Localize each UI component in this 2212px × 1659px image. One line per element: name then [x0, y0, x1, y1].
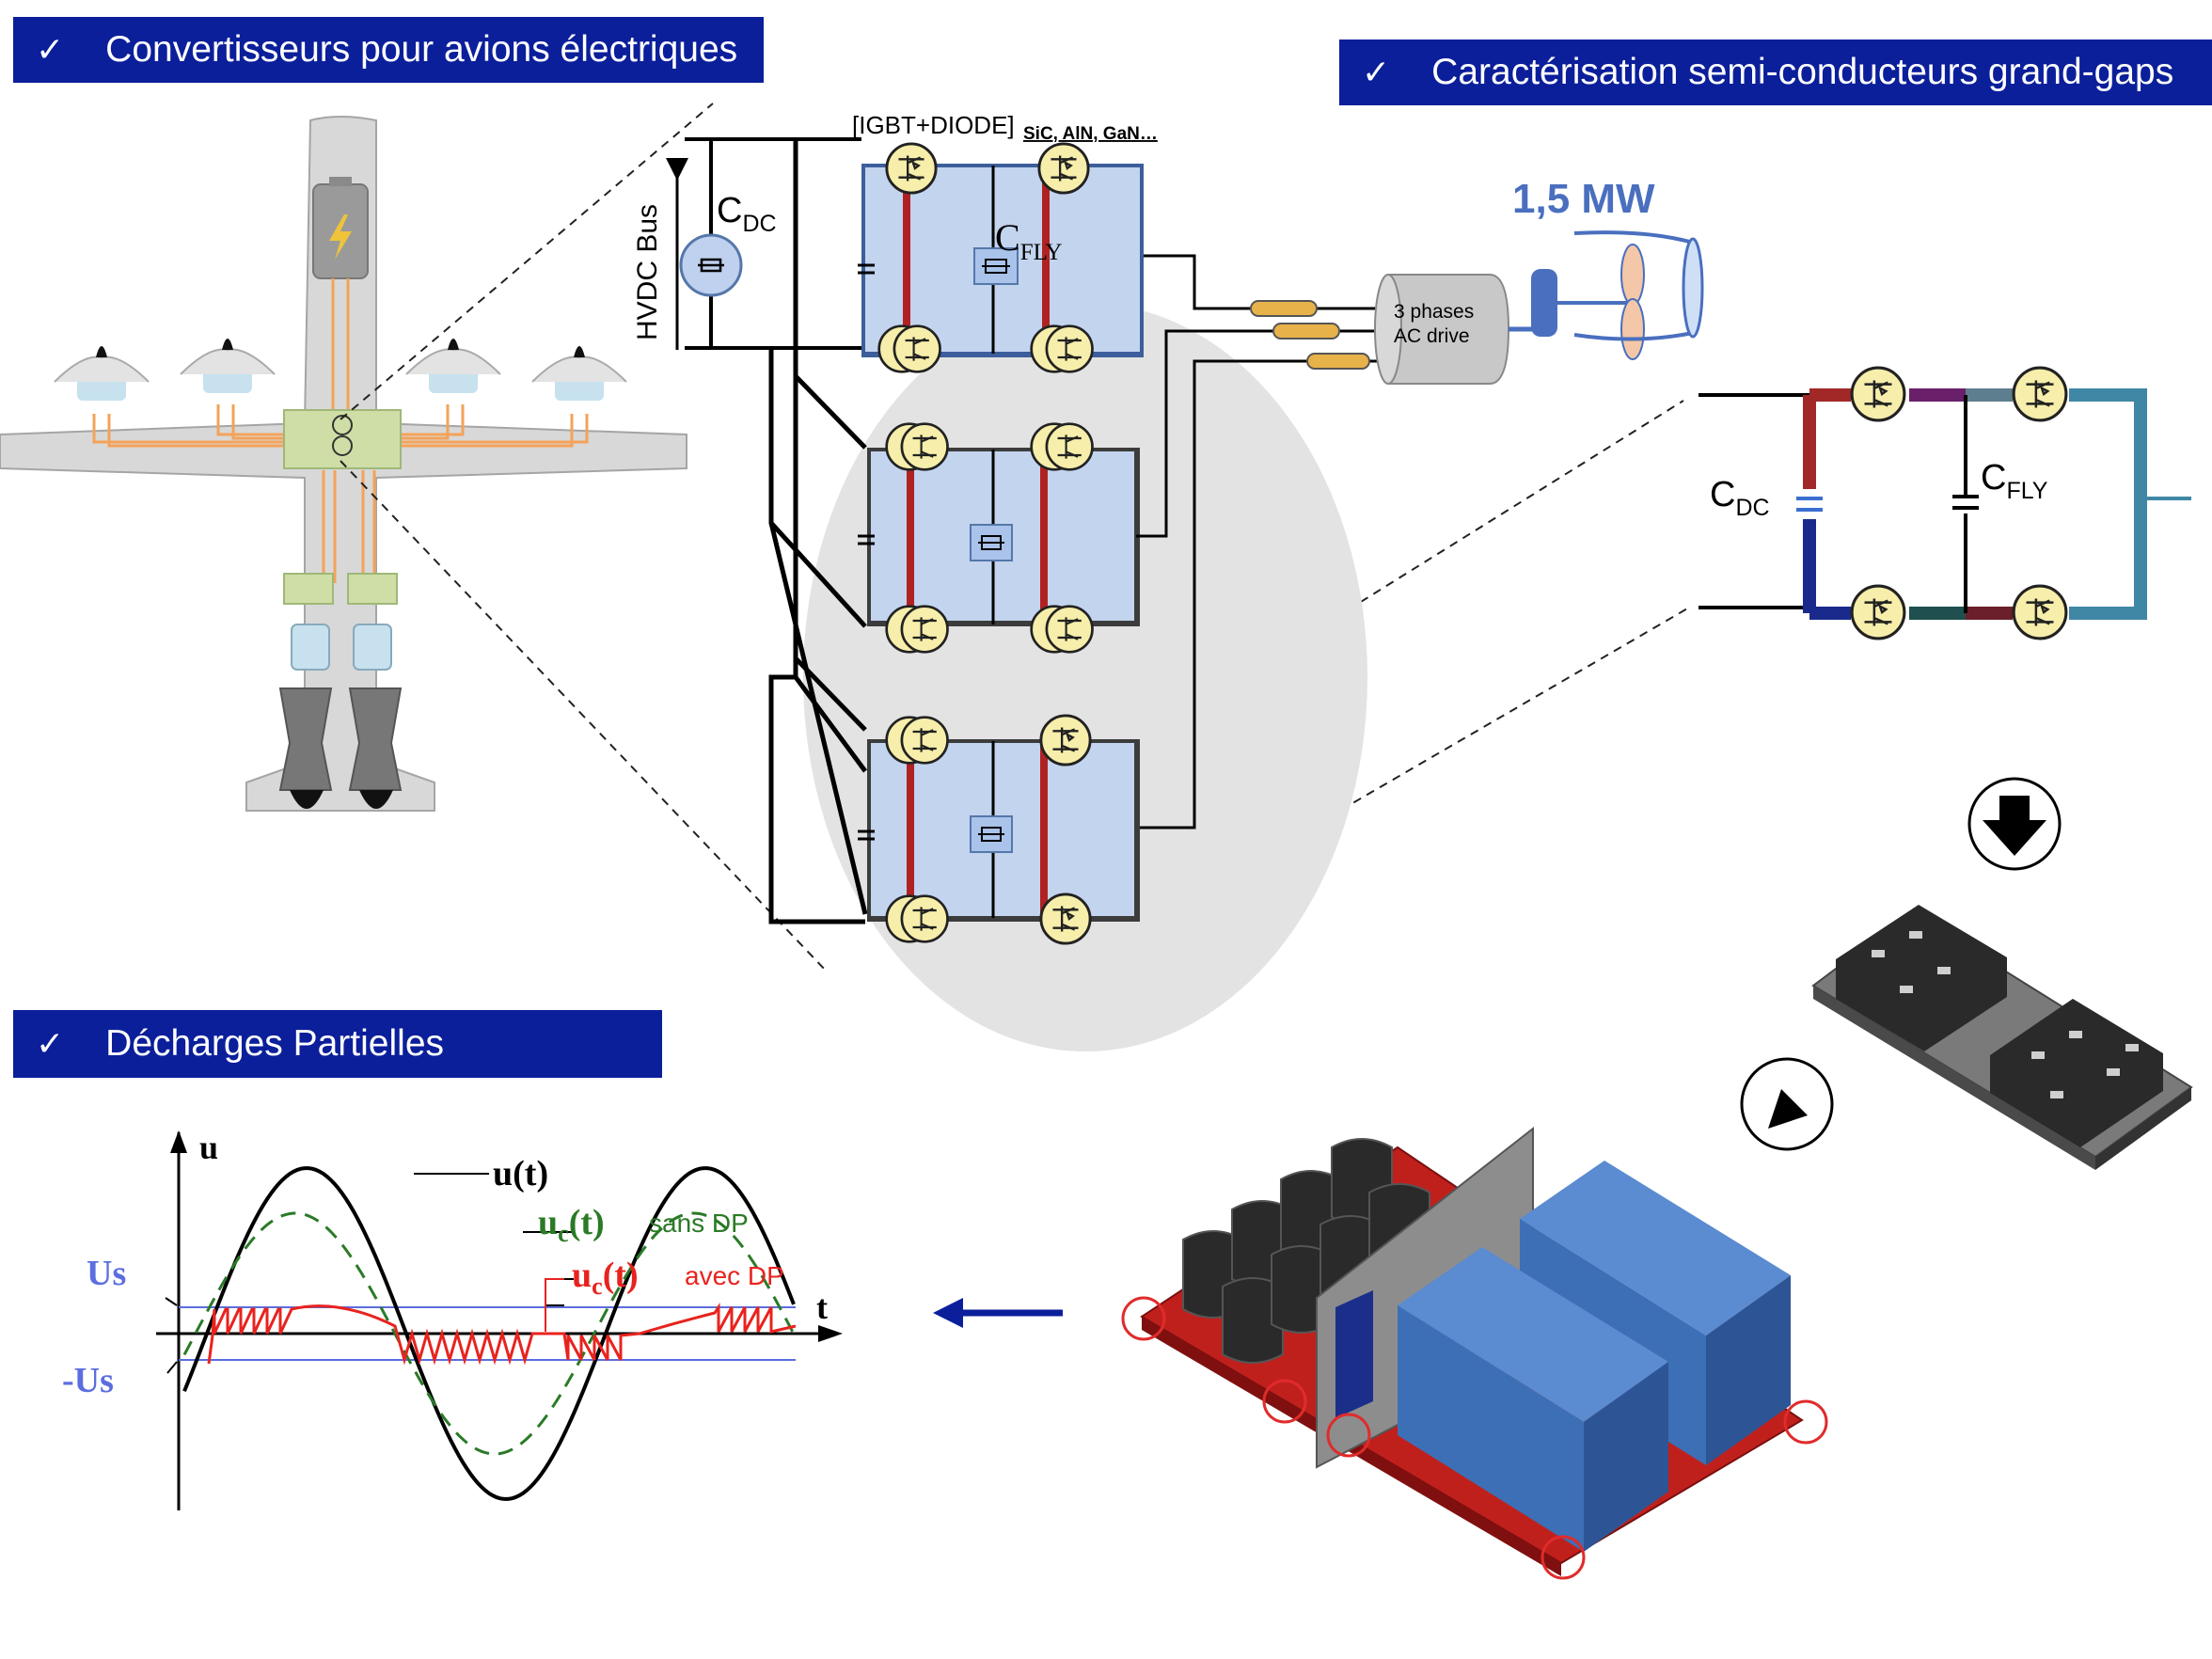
sans-dp-label: sans DP — [649, 1209, 749, 1238]
waveform-plot: u t u(t) uc(t) sans DP uc(t) avec DP Us … — [62, 1129, 843, 1510]
detail-cdc-label: CDC — [1710, 475, 1770, 521]
waveform-traces — [182, 1166, 797, 1501]
uc-sans-dp-curve — [182, 1211, 796, 1456]
u-t-curve — [182, 1166, 796, 1501]
check-icon: ✓ — [36, 1024, 65, 1063]
arrow-down-left-icon — [1740, 1057, 1834, 1151]
phase-outputs: 3 phases AC drive 1,5 MW — [1136, 176, 1704, 830]
inductor-blocks — [1398, 1161, 1791, 1552]
hvdc-bus-label: HVDC Bus — [632, 204, 663, 340]
converter-cell-2 — [858, 422, 1140, 654]
drive-label-line1: 3 phases — [1394, 301, 1474, 323]
avec-dp-label: avec DP — [685, 1261, 784, 1290]
arrow-left-icon — [933, 1298, 1063, 1328]
fan-icon — [1531, 230, 1704, 360]
banner-semiconductors: ✓ Caractérisation semi-conducteurs grand… — [1339, 40, 2212, 105]
propeller-motors — [54, 339, 627, 401]
detail-cfly-label: CFLY — [1981, 458, 2048, 504]
check-icon: ✓ — [1362, 53, 1391, 91]
hvdc-bus: HVDC Bus CDC [IGBT+DIODE] SiC, AlN, GaN… — [632, 111, 1158, 350]
cfly-label: CFLY — [995, 216, 1062, 265]
uc-avec-dp-label: uc(t) — [572, 1256, 639, 1300]
check-icon: ✓ — [36, 30, 65, 69]
mounting-holes — [1121, 1296, 1828, 1580]
wide-bandgap-label: SiC, AlN, GaN… — [1023, 124, 1158, 144]
banner-converters: ✓ Convertisseurs pour avions électriques — [13, 17, 764, 83]
axis-t-label: t — [816, 1288, 828, 1326]
converter-board-render — [1121, 1126, 1828, 1580]
flying-capacitor-schematic: CDC CFLY — [1698, 366, 2191, 640]
uc-sans-dp-label: uc(t) — [538, 1203, 605, 1247]
drive-label-line2: AC drive — [1394, 325, 1470, 347]
converter-cell-1: CFLY — [858, 142, 1144, 373]
converter-cells: CFLY — [858, 142, 1144, 945]
us-negative-label: -Us — [62, 1361, 114, 1400]
banner-partial-discharges: ✓ Décharges Partielles — [13, 1010, 662, 1078]
arrow-down-icon — [1967, 777, 2062, 871]
axis-u-label: u — [199, 1129, 218, 1166]
banner-converters-label: Convertisseurs pour avions électriques — [105, 29, 738, 70]
cdc-label: CDC — [717, 191, 777, 237]
uc-avec-dp-curve — [207, 1303, 797, 1366]
banner-semiconductors-label: Caractérisation semi-conducteurs grand-g… — [1431, 52, 2174, 92]
converter-zoom-ellipse — [803, 303, 1367, 1051]
bus-wiring — [768, 139, 868, 924]
device-label: [IGBT+DIODE] — [852, 111, 1015, 139]
power-module-render — [1811, 905, 2193, 1170]
banner-partial-discharges-label: Décharges Partielles — [105, 1023, 445, 1064]
converter-cell-3 — [858, 714, 1140, 945]
u-t-label: u(t) — [493, 1154, 548, 1193]
power-rating-label: 1,5 MW — [1512, 176, 1655, 222]
us-positive-label: Us — [87, 1254, 126, 1293]
